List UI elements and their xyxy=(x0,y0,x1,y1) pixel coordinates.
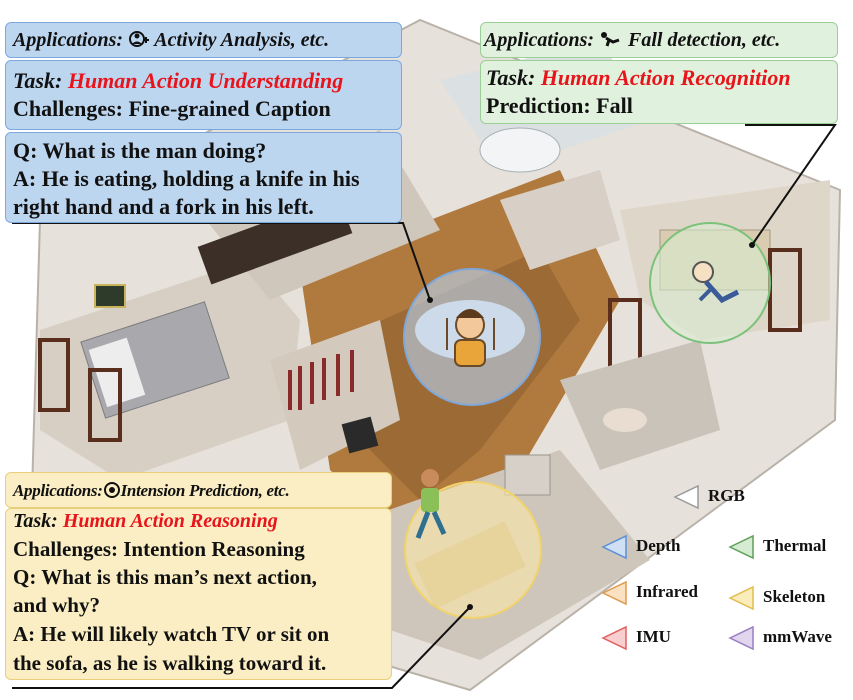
eating-man-figure xyxy=(446,309,495,367)
callout-dot-top-left xyxy=(427,297,433,303)
bottom-left-applications-text: Applications: Intension Prediction, etc. xyxy=(13,481,290,501)
top-left-challenges: Challenges: Fine-grained Caption xyxy=(13,96,331,121)
task-prefix: Task: xyxy=(13,510,58,532)
bottom-left-answer-line2: the sofa, as he is walking toward it. xyxy=(13,651,327,675)
bottom-left-challenges: Challenges: Intention Reasoning xyxy=(13,537,305,561)
legend-marker-skeleton xyxy=(728,585,754,611)
bottom-left-applications-panel xyxy=(5,472,392,508)
bottom-left-question-line1: Q: What is this man’s next action, xyxy=(13,565,317,589)
bed-pillow xyxy=(88,337,146,408)
top-left-applications-text: Applications: Activity Analysis, etc. xyxy=(13,29,329,52)
top-left-task-line: Task: Human Action Understanding xyxy=(13,68,343,94)
picture-frame xyxy=(94,284,126,308)
legend-label-thermal: Thermal xyxy=(763,536,827,555)
applications-suffix: Intension Prediction, etc. xyxy=(120,481,290,500)
legend-marker-thermal xyxy=(728,534,754,560)
legend-label-depth: Depth xyxy=(636,536,681,555)
legend-marker-depth xyxy=(601,534,627,560)
legend-marker-rgb xyxy=(673,484,699,510)
armchair xyxy=(504,454,551,496)
legend-marker-mmwave xyxy=(728,625,754,651)
fall-detection-icon xyxy=(601,32,620,47)
bathtub xyxy=(479,127,561,173)
bottom-left-question-line2: and why? xyxy=(13,593,100,617)
task-prefix: Task: xyxy=(13,68,63,93)
task-name: Human Action Recognition xyxy=(540,65,791,90)
fallen-person-figure xyxy=(692,261,740,304)
legend-marker-infrared xyxy=(601,580,627,606)
patio xyxy=(560,340,720,470)
bottom-left-task-line: Task: Human Action Reasoning xyxy=(13,510,278,533)
top-left-answer-line2: right hand and a fork in his left. xyxy=(13,194,314,219)
bottom-left-answer-line1: A: He will likely watch TV or sit on xyxy=(13,622,330,646)
bottom-left-main-panel xyxy=(5,508,392,680)
legend-marker-imu xyxy=(601,625,627,651)
legend-label-mmwave: mmWave xyxy=(763,627,832,646)
activity-analysis-icon xyxy=(129,31,150,47)
intention-prediction-icon xyxy=(103,482,120,498)
legend-label-infrared: Infrared xyxy=(636,582,699,601)
callout-line-bottom-left xyxy=(12,606,471,689)
patio-table xyxy=(603,408,647,432)
tv xyxy=(341,416,379,454)
callout-line-top-right xyxy=(745,124,837,246)
top-left-task-panel xyxy=(5,60,402,130)
top-left-qa-panel xyxy=(5,132,402,223)
center-closet xyxy=(500,170,620,270)
task-name: Human Action Reasoning xyxy=(62,510,278,532)
callout-line-top-left xyxy=(12,222,431,301)
callout-dot-top-right xyxy=(749,242,755,248)
hanging-clothes xyxy=(288,350,354,410)
applications-suffix: Activity Analysis, etc. xyxy=(154,29,330,51)
legend-label-skeleton: Skeleton xyxy=(763,587,826,606)
top-right-applications-panel xyxy=(480,22,838,58)
top-right-prediction: Prediction: Fall xyxy=(486,93,633,118)
top-right-applications-text: Applications: Fall detection, etc. xyxy=(484,29,780,52)
applications-prefix: Applications: xyxy=(484,29,595,51)
top-left-answer-line1: A: He is eating, holding a knife in his xyxy=(13,166,360,191)
applications-prefix: Applications: xyxy=(13,481,103,500)
callout-dot-bottom-left xyxy=(467,604,473,610)
top-right-task-panel xyxy=(480,60,838,124)
legend-label-imu: IMU xyxy=(636,627,671,646)
top-left-applications-panel xyxy=(5,22,402,58)
task-name: Human Action Understanding xyxy=(67,68,344,93)
walking-man-figure xyxy=(415,469,447,539)
left-windows xyxy=(38,338,122,442)
top-right-task-line: Task: Human Action Recognition xyxy=(486,65,791,91)
applications-suffix: Fall detection, etc. xyxy=(628,29,781,51)
top-left-question: Q: What is the man doing? xyxy=(13,138,267,163)
legend-label-rgb: RGB xyxy=(708,486,745,505)
task-prefix: Task: xyxy=(486,65,536,90)
skeleton-sensing-zone xyxy=(404,481,542,619)
applications-prefix: Applications: xyxy=(13,29,124,51)
